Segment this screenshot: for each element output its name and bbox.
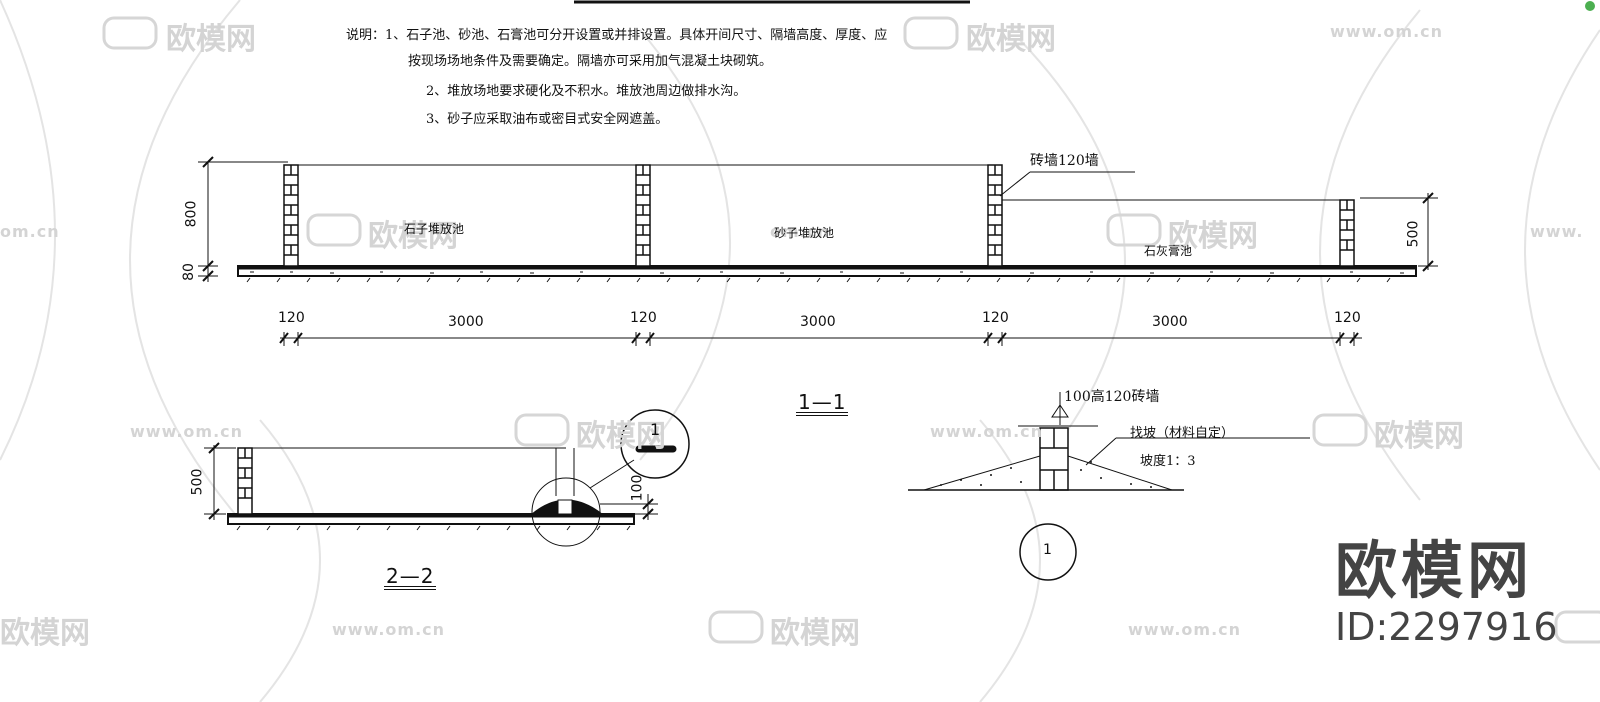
soil-hatch <box>246 277 1391 283</box>
wall-120-label: 砖墙120墙 <box>1030 153 1099 169</box>
detail-ref-circle <box>1019 523 1077 581</box>
detail-circle-large <box>531 477 601 547</box>
watermark-logos <box>102 16 1600 644</box>
slab-hatch <box>250 271 1404 274</box>
dim-label: 120 <box>630 310 657 326</box>
dim-500-right: 500 <box>1405 220 1422 248</box>
dim-100: 100 <box>629 474 646 502</box>
note-line-1b: 按现场场地条件及需要确定。隔墙亦可采用加气混凝土块砌筑。 <box>408 54 773 69</box>
detail-ref-number: 1 <box>1043 542 1052 558</box>
slab-2 <box>227 513 635 525</box>
dim-label: 3000 <box>448 314 484 330</box>
section-1-1 <box>198 156 1438 346</box>
section-2-2 <box>204 409 690 547</box>
dim-800: 800 <box>183 200 200 228</box>
brick-wall-5 <box>237 447 253 515</box>
dim-label: 3000 <box>1152 314 1188 330</box>
brick-wall-3 <box>987 164 1003 267</box>
note-line-3: 3、砂子应采取油布或密目式安全网遮盖。 <box>426 112 669 127</box>
section-2-2-title: 2—2 <box>384 564 437 590</box>
detail-slope-ratio: 坡度1：3 <box>1140 454 1196 469</box>
dim-label: 120 <box>1334 310 1361 326</box>
detail-callout-circle <box>620 409 690 479</box>
pool-label-gravel: 石子堆放池 <box>404 222 465 236</box>
note-line-2: 2、堆放场地要求硬化及不积水。堆放池周边做排水沟。 <box>426 84 747 99</box>
dim-label: 120 <box>278 310 305 326</box>
dim-80: 80 <box>180 263 197 281</box>
detail-slope-label: 找坡（材料自定） <box>1130 426 1235 441</box>
dim-label: 120 <box>982 310 1009 326</box>
model-id: ID:2297916 <box>1335 605 1558 649</box>
green-dot <box>1585 1 1595 11</box>
note-line-1: 说明：1、石子池、砂池、石膏池可分开设置或并排设置。具体开间尺寸、隔墙高度、厚度… <box>346 28 888 43</box>
dim-500-left: 500 <box>189 468 206 496</box>
brick-wall-1 <box>283 164 299 267</box>
pool-label-sand: 砂子堆放池 <box>774 226 835 240</box>
wall-leader <box>999 171 1031 197</box>
detail-1 <box>908 392 1310 581</box>
pool-label-lime: 石灰膏池 <box>1144 244 1193 258</box>
detail-callout-number: 1 <box>650 420 661 439</box>
detail-wall-label: 100高120砖墙 <box>1064 389 1160 405</box>
brand-logo-text: 欧模网 <box>1335 534 1534 607</box>
section-1-1-title: 1—1 <box>796 390 849 416</box>
brick-wall-4 <box>1339 199 1355 267</box>
dim-label: 3000 <box>800 314 836 330</box>
ground-slab <box>237 265 1417 277</box>
brick-wall-2 <box>635 164 651 267</box>
